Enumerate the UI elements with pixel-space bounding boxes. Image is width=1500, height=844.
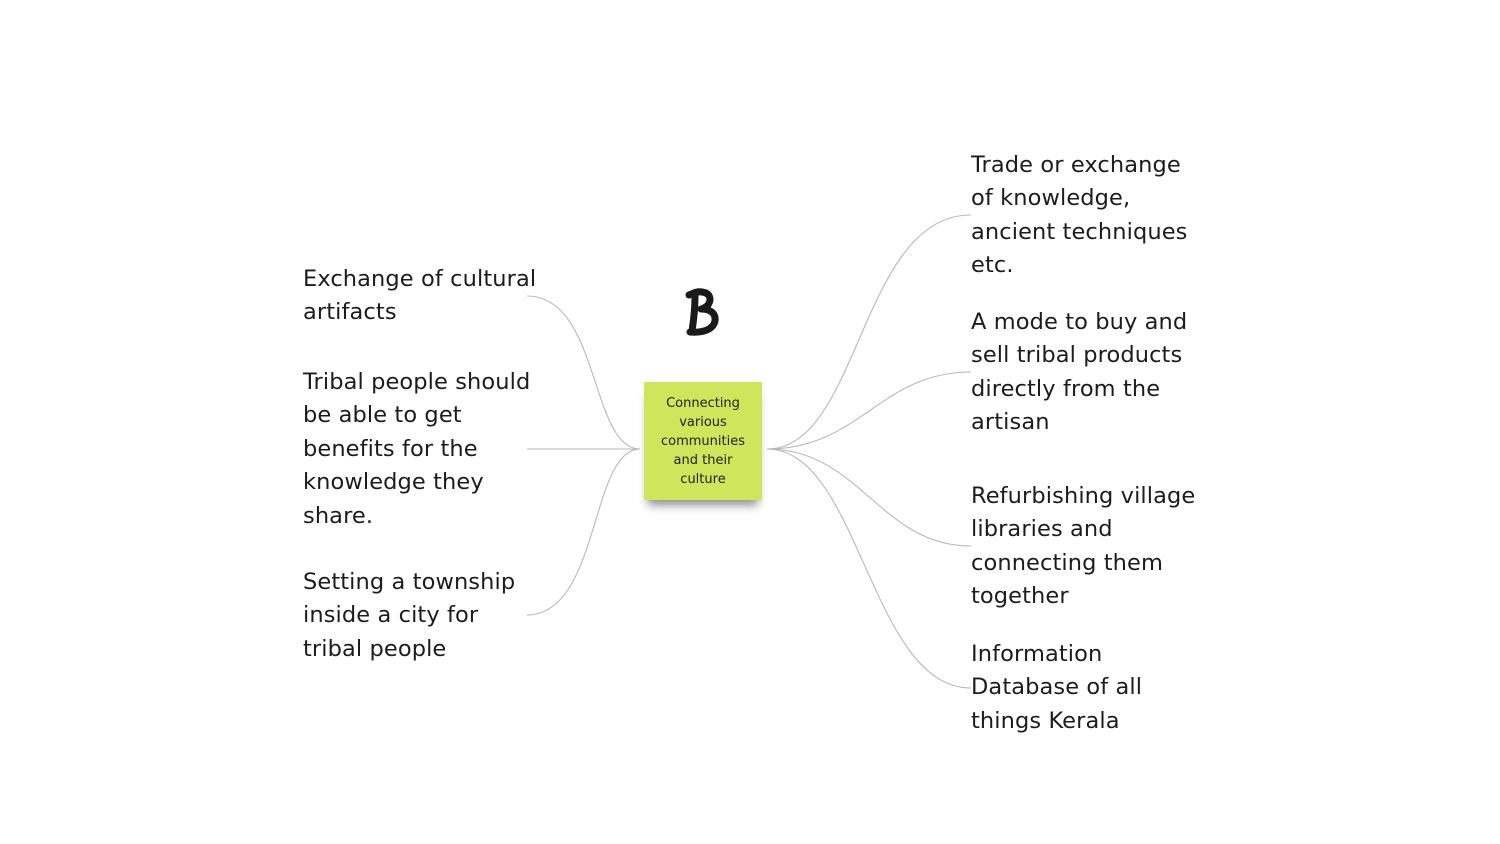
connector-right-3 — [766, 448, 972, 547]
branch-township[interactable]: Setting a township inside a city for tri… — [303, 569, 516, 662]
connector-right-2 — [766, 371, 972, 450]
branch-information-database[interactable]: Information Database of all things Keral… — [971, 641, 1143, 734]
branch-buy-sell-products[interactable]: A mode to buy and sell tribal products d… — [971, 309, 1188, 436]
branch-village-libraries[interactable]: Refurbishing village libraries and conne… — [971, 483, 1196, 610]
connector-right-1 — [766, 214, 972, 450]
branch-trade-knowledge[interactable]: Trade or exchange of knowledge, ancient … — [971, 152, 1188, 279]
marker-letter-b — [685, 288, 719, 336]
connector-left-1 — [526, 295, 641, 450]
branch-tribal-benefits[interactable]: Tribal people should be able to get bene… — [303, 369, 531, 529]
central-topic-text: Connecting various communities and their… — [661, 395, 745, 487]
branch-exchange-artifacts[interactable]: Exchange of cultural artifacts — [303, 266, 537, 326]
central-sticky-note[interactable]: Connecting various communities and their… — [644, 382, 762, 500]
connector-left-3 — [526, 448, 641, 616]
connector-right-4 — [766, 448, 972, 689]
